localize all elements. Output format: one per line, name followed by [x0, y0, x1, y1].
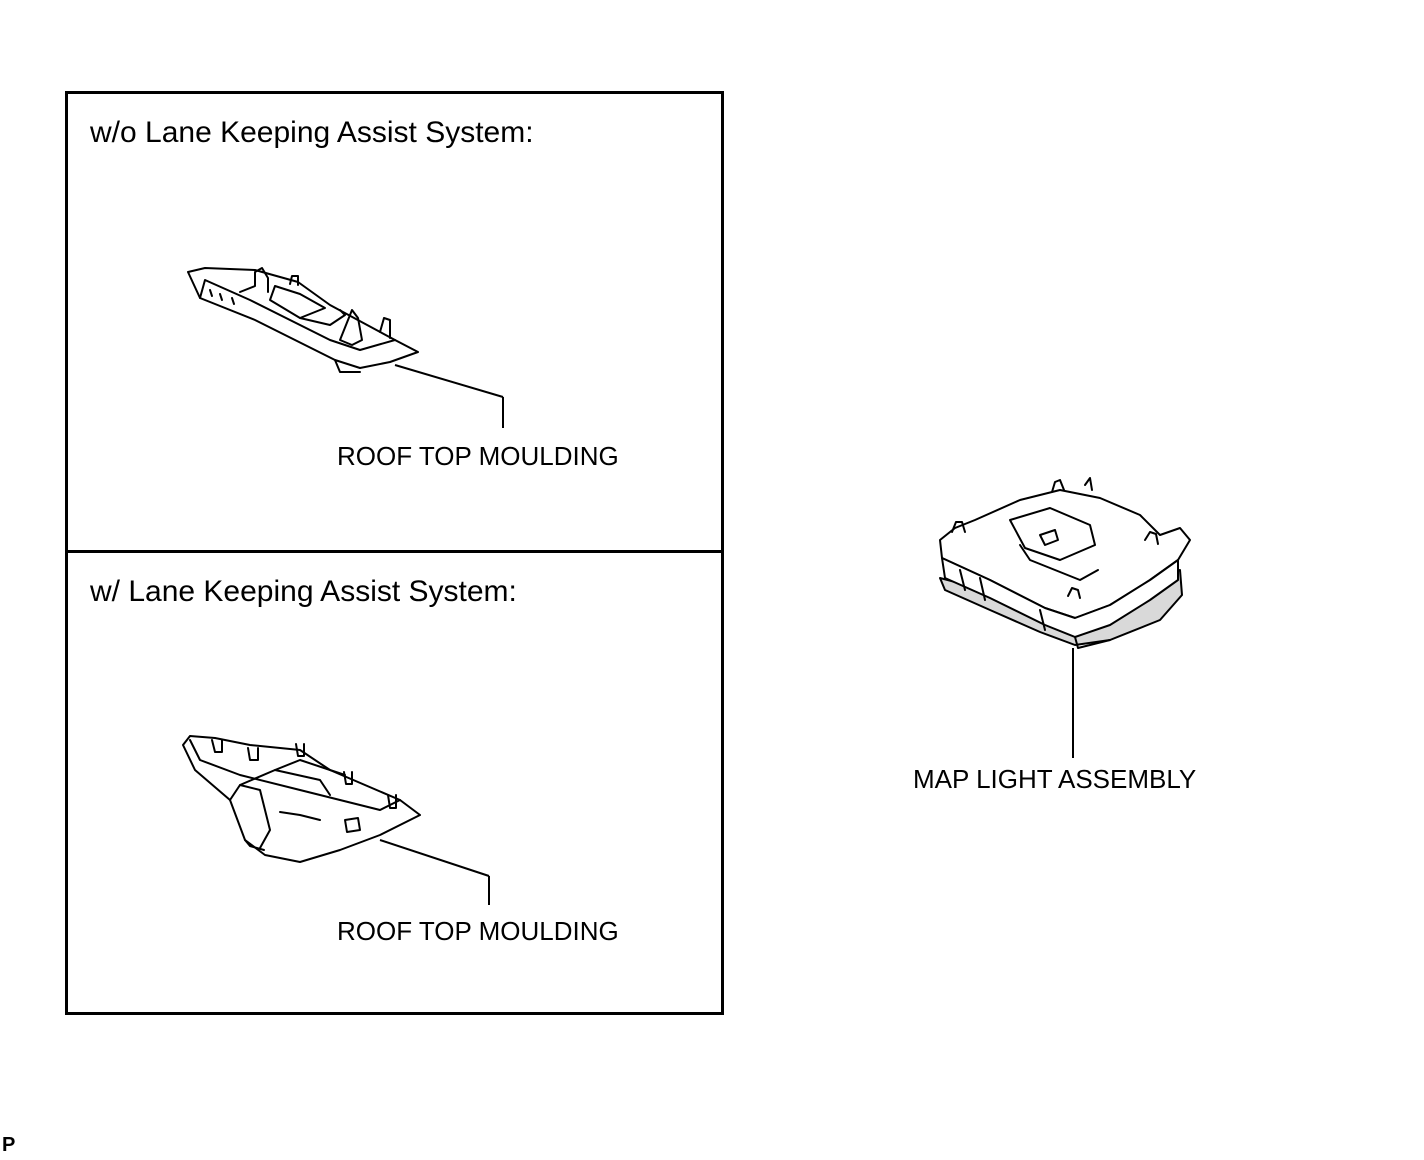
- map-light-assembly-label: MAP LIGHT ASSEMBLY: [913, 764, 1197, 794]
- roof-top-moulding-drawing-top: [187, 267, 419, 373]
- panel-heading-with-lka: w/ Lane Keeping Assist System:: [90, 575, 517, 608]
- panel-divider: [68, 550, 721, 553]
- variant-frame: [65, 91, 724, 1015]
- corner-code: P: [2, 1134, 16, 1156]
- roof-top-moulding-drawing-bottom: [182, 735, 421, 863]
- panel-heading-without-lka: w/o Lane Keeping Assist System:: [90, 116, 534, 149]
- part-label-bottom: ROOF TOP MOULDING: [337, 916, 619, 946]
- leader-line-top: [394, 364, 504, 398]
- leader-line-bottom: [379, 839, 490, 877]
- map-light-assembly-drawing: [939, 477, 1191, 649]
- part-label-top: ROOF TOP MOULDING: [337, 441, 619, 471]
